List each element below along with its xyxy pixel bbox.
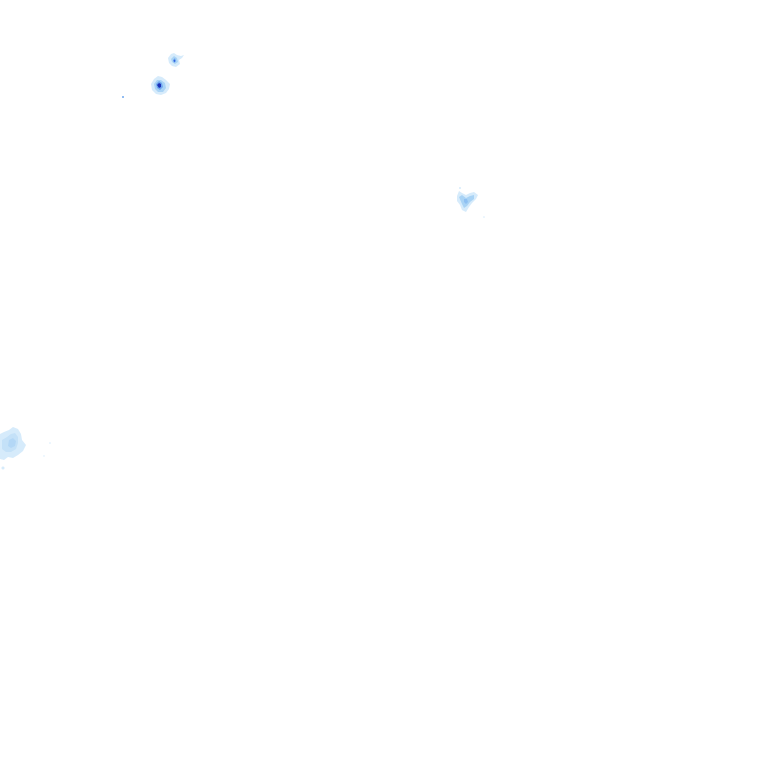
echo-speck [122, 96, 124, 98]
precipitation-echo [151, 76, 170, 95]
echo-speck [49, 442, 51, 444]
echo-speck [43, 455, 45, 457]
echo-light-core [8, 438, 16, 448]
echo-light-core [464, 199, 468, 204]
precipitation-echo [168, 53, 184, 67]
echo-heavy-core [173, 59, 176, 62]
echo-speck [459, 187, 461, 189]
precipitation-echo [457, 187, 485, 218]
echo-speck [483, 216, 485, 218]
echo-very-heavy-core [157, 83, 161, 88]
echo-speck [1, 466, 5, 470]
precipitation-echo [0, 427, 51, 470]
